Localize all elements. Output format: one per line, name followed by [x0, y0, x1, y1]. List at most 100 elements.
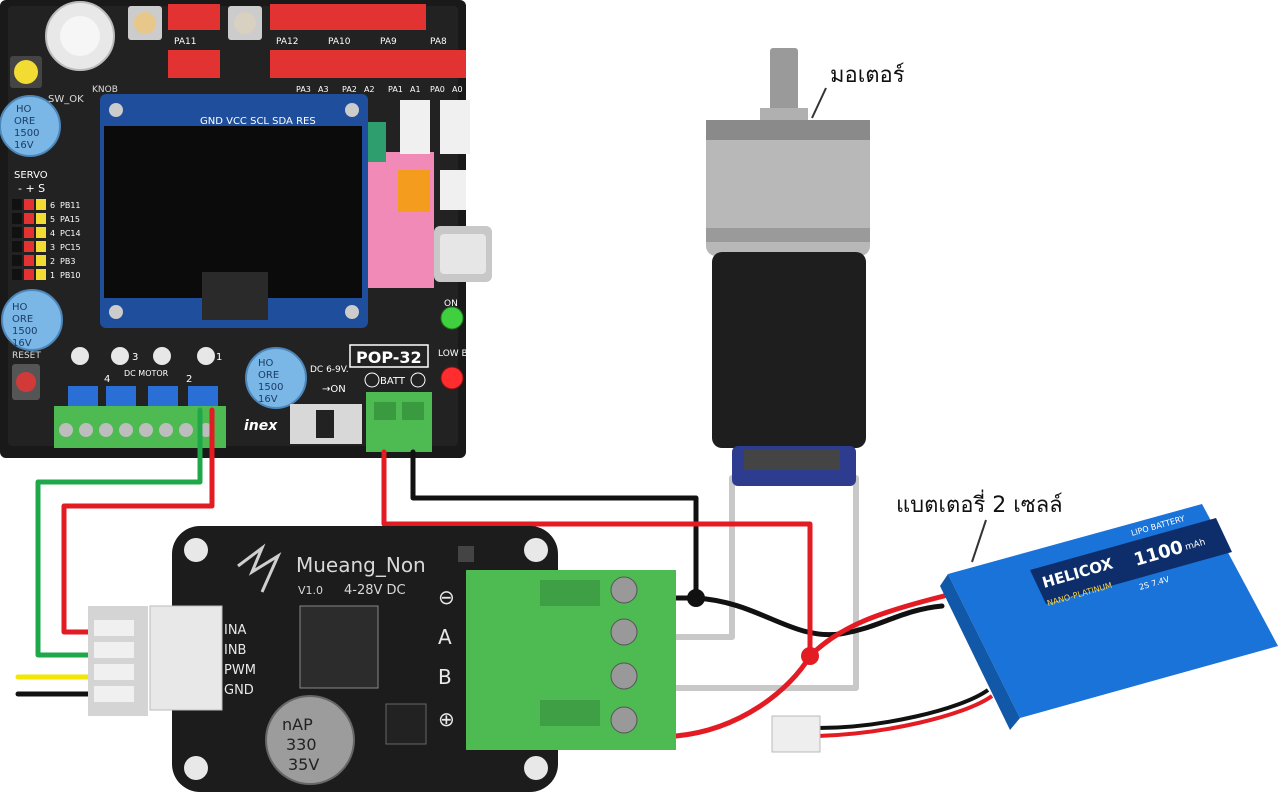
svg-text:HO: HO	[16, 104, 32, 115]
svg-text:16V: 16V	[14, 140, 34, 151]
servo-header: SERVO - + S 6 PB11 5 PA15 4 PC14 3 PC15 2 PB3 1 PB1…	[12, 170, 81, 400]
svg-text:35V: 35V	[288, 755, 319, 774]
sw-ok-button-cap	[14, 60, 38, 84]
header-label-pa10: PA10	[328, 37, 351, 47]
wire-green-signal	[35, 407, 203, 658]
svg-text:ORE: ORE	[12, 314, 33, 325]
analog-label-a2: A2	[364, 85, 375, 94]
header-label-pa11: PA11	[174, 37, 196, 47]
driver-pin-labels: INA INB PWM GND	[224, 623, 256, 698]
analog-label-pa1: PA1	[388, 85, 403, 94]
driver-input-connector	[88, 605, 223, 716]
terminal-label-a: A	[438, 625, 452, 649]
servo-number: 3	[50, 243, 55, 252]
driver-output-terminal	[466, 570, 676, 750]
svg-text:ORE: ORE	[14, 116, 35, 127]
servo-row: 3 PC15	[12, 241, 81, 252]
driver-terminal-labels: ⊖ A B ⊕	[438, 585, 455, 731]
driver-version: V1.0	[298, 584, 323, 597]
low-batt-label: LOW BATT.	[438, 349, 486, 359]
mcu-module	[368, 100, 492, 288]
motor-channel-label: 4	[104, 374, 110, 385]
servo-header-signs: - + S	[18, 182, 45, 195]
servo-pin-label: PA15	[60, 215, 80, 224]
servo-pin-label: PB3	[60, 257, 75, 266]
servo-number: 4	[50, 229, 55, 238]
servo-number: 2	[50, 257, 55, 266]
capacitor-left: HO ORE 1500 16V	[1, 289, 63, 351]
servo-pin-label: PC14	[60, 229, 81, 238]
battery-terminal-block	[366, 392, 432, 452]
lipo-battery: HELICOX NANO-PLATINUM 1100 mAh LIPO BATT…	[771, 504, 1278, 753]
svg-text:HO: HO	[12, 302, 28, 313]
sw-ok-label: SW_OK	[48, 94, 84, 105]
motor-callout-label: มอเตอร์	[830, 63, 905, 88]
motor-callout-line	[811, 87, 827, 119]
motor-driver-board: Mueang_Non V1.0 4-28V DC INA INB PWM GND	[88, 526, 676, 792]
terminal-label-b: B	[438, 665, 452, 689]
servo-row: 2 PB3	[12, 255, 75, 266]
servo-number: 6	[50, 201, 55, 210]
brand-label: inex	[244, 418, 278, 434]
analog-label-pa0: PA0	[430, 85, 445, 94]
driver-logo-icon	[237, 543, 282, 593]
battery-callout-label: แบตเตอรี่ 2 เซลล์	[896, 489, 1063, 518]
svg-text:1500: 1500	[258, 382, 283, 393]
svg-text:1500: 1500	[14, 128, 39, 139]
capacitor-right: HO ORE 1500 16V	[245, 347, 307, 409]
servo-pin-label: PC15	[60, 243, 81, 252]
motor-channel-label: 3	[132, 352, 138, 363]
svg-text:1500: 1500	[12, 326, 37, 337]
dc-motor-label: DC MOTOR	[124, 369, 169, 378]
dc-gear-motor	[706, 48, 870, 486]
driver-brand: Mueang_Non	[296, 553, 426, 577]
header-label-pa12: PA12	[276, 37, 298, 47]
oled-display: GND VCC SCL SDA RES	[100, 94, 368, 328]
wire-motor-lead-b	[673, 475, 859, 691]
battery-callout-line	[971, 519, 987, 563]
servo-row: 5 PA15	[12, 213, 80, 224]
motor-channel-label: 1	[216, 352, 222, 363]
low-batt-led-icon	[440, 366, 464, 390]
svg-text:HO: HO	[258, 358, 274, 369]
wire-motor-lead-a	[673, 475, 735, 640]
on-led-icon	[440, 306, 464, 330]
pin-label-ina: INA	[224, 623, 247, 638]
capacitor-top: HO ORE 1500 16V	[0, 95, 61, 157]
servo-pin-label: PB10	[60, 271, 81, 280]
knob-label: KNOB	[92, 85, 118, 95]
knob-icon	[45, 1, 115, 71]
header-label-pa8: PA8	[430, 37, 447, 47]
pin-label-inb: INB	[224, 643, 246, 658]
pin-label-gnd: GND	[224, 683, 254, 698]
servo-pin-label: PB11	[60, 201, 81, 210]
board-model-label: POP-32	[356, 348, 422, 367]
wire-red-power	[381, 449, 813, 659]
wiring	[15, 407, 947, 739]
driver-ic	[299, 605, 379, 689]
analog-label-a0: A0	[452, 85, 463, 94]
analog-label-pa3: PA3	[296, 85, 311, 94]
servo-row: 6 PB11	[12, 199, 81, 210]
servo-number: 5	[50, 215, 55, 224]
motor-connectors: 1 2 3 4 DC MOTOR	[54, 347, 226, 448]
driver-voltage: 4-28V DC	[344, 583, 406, 598]
servo-row: 1 PB10	[12, 269, 81, 280]
svg-text:330: 330	[286, 735, 317, 754]
motor-channel-label: 2	[186, 374, 192, 385]
svg-text:nAP: nAP	[282, 715, 313, 734]
power-on-arrow: →ON	[322, 384, 346, 395]
header-label-pa9: PA9	[380, 37, 397, 47]
on-led-label: ON	[444, 299, 458, 309]
batt-label: BATT	[380, 376, 406, 387]
pin-label-pwm: PWM	[224, 663, 256, 678]
servo-label: SERVO	[14, 170, 48, 181]
terminal-label-negative: ⊖	[438, 585, 455, 609]
balance-connector	[771, 715, 821, 753]
junction-red	[801, 647, 819, 665]
pop32-controller-board: SW_OK KNOB PA11 PA12 PA10 PA9 PA8 A0 PA0…	[0, 0, 492, 458]
dc-input-label: DC 6-9V.	[310, 365, 349, 375]
servo-number: 1	[50, 271, 55, 280]
